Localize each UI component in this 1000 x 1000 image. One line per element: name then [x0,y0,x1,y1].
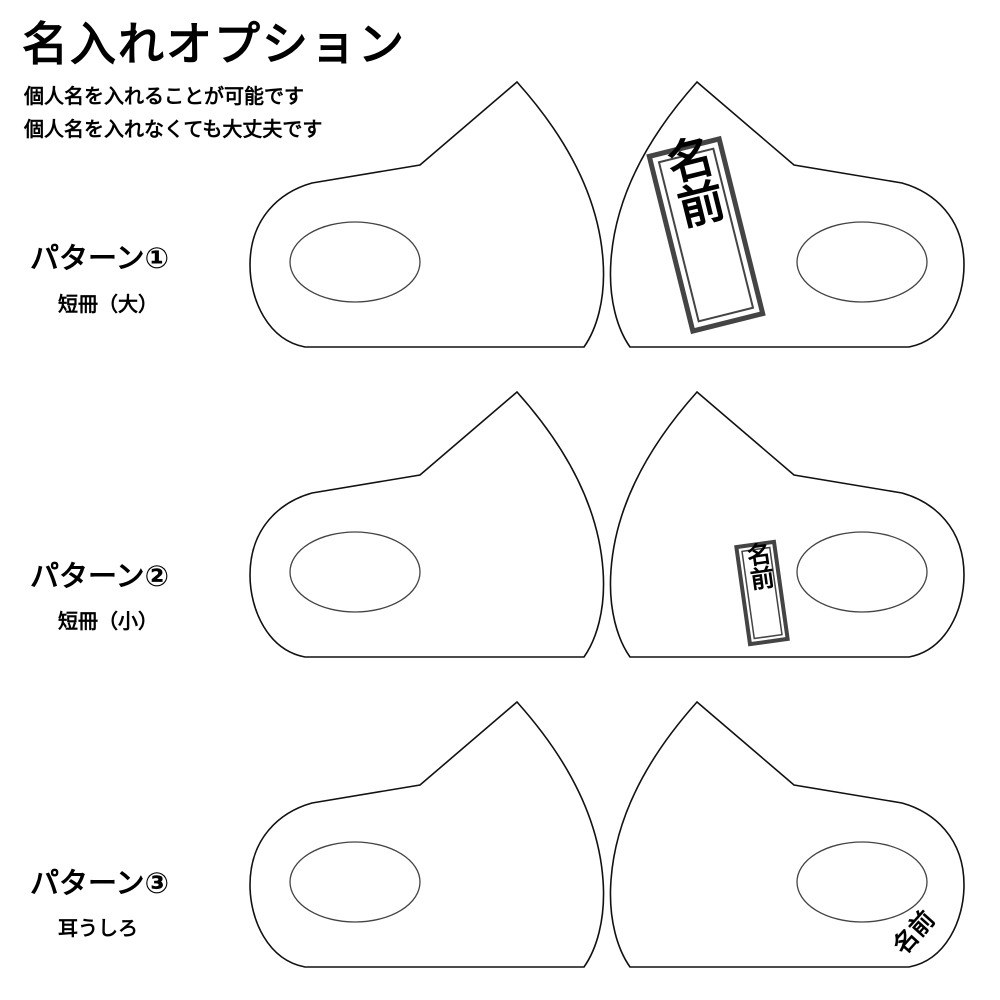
ear-hole [796,221,928,303]
pattern-3-description: 耳うしろ [58,916,138,940]
ear-hole [289,531,421,613]
pattern-2-description: 短冊（小） [58,609,158,633]
pattern-3-masks: 名前 [249,701,965,968]
pattern-3-label: パターン③ [30,866,170,900]
pattern-1-description: 短冊（大） [58,292,158,316]
pattern-2-label: パターン② [30,559,170,593]
pattern-2-masks: 名前 [249,391,965,658]
mask-left-half [249,701,605,968]
pattern-1-masks: 名前 [249,81,965,348]
ear-hole [796,531,928,613]
page-title: 名入れオプション [22,17,406,71]
subtitle-line-2: 個人名を入れなくても大丈夫です [24,117,323,141]
mask-left-half [249,81,605,348]
name-tag-small: 名前 [734,539,790,647]
ear-hole [289,841,421,923]
subtitle-line-1: 個人名を入れることが可能です [24,84,304,108]
name-text: 名前 [741,540,776,593]
ear-hole [796,841,928,923]
pattern-1-label: パターン① [30,241,170,275]
mask-left-half [249,391,605,658]
mask-right-half [609,391,965,658]
name-tag-large: 名前 [646,130,766,335]
ear-hole [289,221,421,303]
